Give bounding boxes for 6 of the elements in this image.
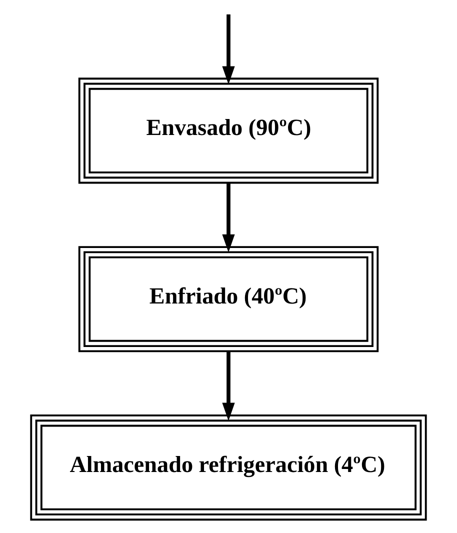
arrow [222, 352, 235, 421]
arrow [222, 14, 235, 84]
arrow [222, 183, 235, 252]
node-box: Envasado (90ºC) [78, 78, 379, 184]
node-box: Enfriado (40ºC) [78, 246, 379, 352]
node-box: Almacenado refrigeración (4ºC) [30, 414, 427, 521]
